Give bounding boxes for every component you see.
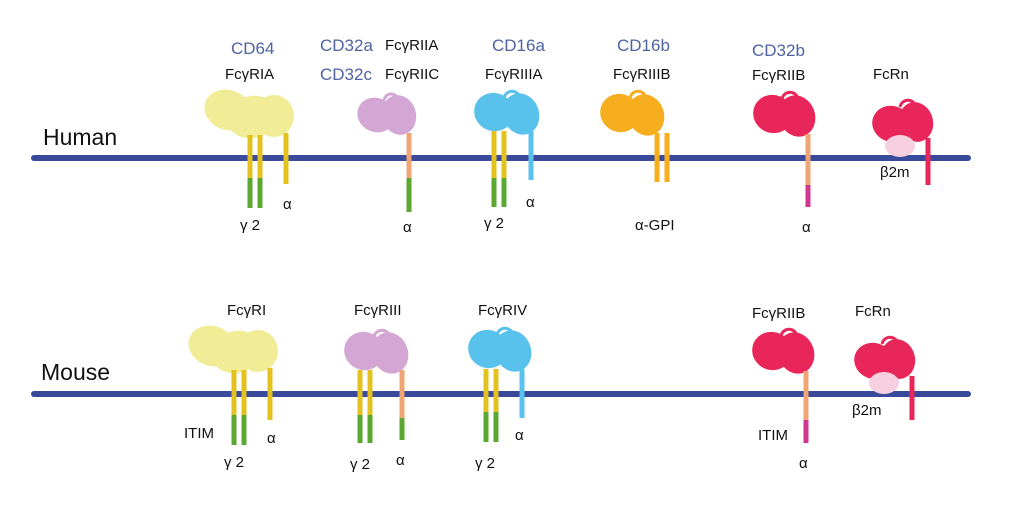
mouse-fcgri-label: FcγRI — [227, 302, 267, 319]
mouse-fcgriv-chains — [483, 369, 525, 442]
mouse-fcgri-ectodomain — [188, 325, 278, 374]
mouse-fcgri-gamma2-label: γ 2 — [224, 454, 245, 471]
human-fcgriiia-alpha-label: α — [526, 194, 535, 211]
human-cd32c-label: CD32c — [320, 65, 372, 84]
mouse-fcgriv-alpha-label: α — [515, 427, 524, 444]
human-cd16a-label: CD16a — [492, 36, 545, 55]
mouse-fcgriv-ectodomain — [468, 326, 532, 372]
human-beta2m-domain — [885, 135, 915, 157]
mouse-fcgriv-label: FcγRIV — [478, 302, 528, 319]
mouse-fcgriib-receptor — [752, 327, 815, 443]
human-fcrn-label: FcRn — [873, 66, 909, 83]
mouse-fcgriii-ectodomain — [344, 328, 409, 374]
human-fcgriib-label: FcγRIIB — [752, 67, 806, 84]
human-fcgria-ectodomain — [204, 89, 294, 139]
human-fcgria-alpha-label: α — [283, 196, 292, 213]
mouse-fcgriv-receptor — [468, 326, 532, 442]
mouse-fcgriii-receptor — [344, 328, 409, 443]
mouse-beta2m-label: β2m — [852, 402, 882, 419]
human-fcgriia-alpha-label: α — [403, 219, 412, 236]
mouse-fcrn-ectodomain — [854, 335, 916, 380]
human-beta2m-label: β2m — [880, 164, 910, 181]
human-cd32a-label: CD32a — [320, 36, 373, 55]
human-cd16b-label: CD16b — [617, 36, 670, 55]
human-fcgriib-alpha-label: α — [802, 219, 811, 236]
human-cd64-label: CD64 — [231, 39, 275, 58]
mouse-fcrn-receptor — [854, 335, 916, 420]
human-fcgriiia-label: FcγRIIIA — [485, 66, 543, 83]
mouse-fcgri-receptor — [188, 325, 278, 445]
human-fcgriiib-receptor — [600, 89, 670, 182]
human-fcgriic-label: FcγRIIC — [385, 66, 440, 83]
human-fcgriiia-gamma2-label: γ 2 — [484, 215, 505, 232]
human-fcrn-ectodomain — [872, 98, 934, 143]
human-fcgriib-ectodomain — [753, 90, 816, 137]
human-fcgriib-receptor — [753, 90, 816, 207]
human-fcgriiib-label: FcγRIIIB — [613, 66, 671, 83]
mouse-fcgriii-gamma2-label: γ 2 — [350, 456, 371, 473]
human-fcgria-label: FcγRIA — [225, 66, 275, 83]
mouse-fcgri-chains — [231, 368, 273, 445]
mouse-fcrn-label: FcRn — [855, 303, 891, 320]
human-fcgriiib-alpha-gpi-label: α-GPI — [635, 217, 675, 234]
mouse-beta2m-domain — [869, 372, 899, 394]
human-cd32b-label: CD32b — [752, 41, 805, 60]
human-fcgriia-receptor — [357, 92, 417, 212]
mouse-fcgriib-ectodomain — [752, 327, 815, 374]
human-fcgriiia-chains — [491, 131, 534, 207]
mouse-fcgri-itim-label: ITIM — [184, 425, 214, 442]
mouse-row-label: Mouse — [41, 359, 111, 385]
human-fcgriia-ectodomain — [357, 92, 417, 135]
human-fcgria-gamma2-label: γ 2 — [240, 217, 261, 234]
human-fcgriiia-ectodomain — [474, 89, 540, 135]
human-fcgria-chains — [247, 133, 289, 208]
mouse-fcgriv-gamma2-label: γ 2 — [475, 455, 496, 472]
mouse-fcgriii-label: FcγRIII — [354, 302, 402, 319]
human-fcgriia-label: FcγRIIA — [385, 37, 439, 54]
human-fcgriiib-ectodomain — [600, 89, 665, 136]
mouse-fcgriib-alpha-label: α — [799, 455, 808, 472]
human-fcrn-receptor — [872, 98, 934, 185]
mouse-fcgri-alpha-label: α — [267, 430, 276, 447]
human-row-label: Human — [43, 124, 118, 150]
human-fcgriiia-receptor — [474, 89, 540, 207]
human-fcgriiib-chains — [654, 133, 670, 182]
mouse-fcgriib-label: FcγRIIB — [752, 305, 806, 322]
mouse-fcgriii-chains — [357, 370, 405, 443]
mouse-fcgriib-itim-label: ITIM — [758, 427, 788, 444]
mouse-fcgriii-alpha-label: α — [396, 452, 405, 469]
human-fcgria-receptor — [204, 89, 294, 208]
